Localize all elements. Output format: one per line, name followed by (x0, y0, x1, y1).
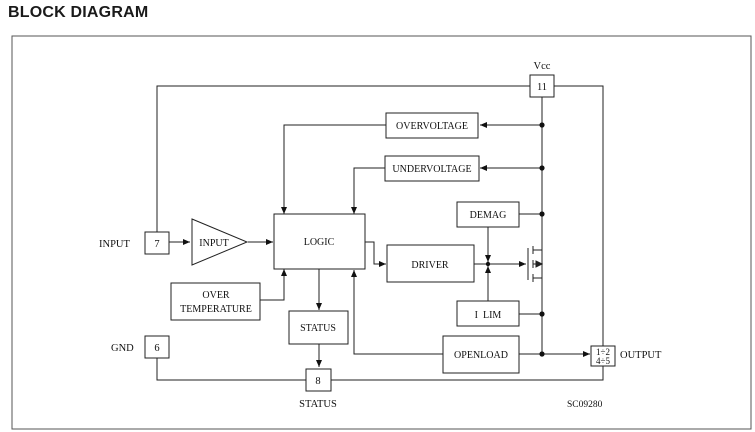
input-pin-number: 7 (154, 239, 159, 250)
driver-block (386, 244, 475, 283)
vcc-pin-box (529, 74, 555, 98)
figure-code: SC09280 (567, 400, 603, 410)
junction-dots (485, 122, 545, 357)
over-temp-label-line1: OVER (202, 290, 230, 301)
demag-block (456, 201, 520, 228)
ilim-block (456, 300, 520, 327)
status-pin-label: STATUS (299, 399, 337, 410)
gnd-pin-number: 6 (154, 343, 159, 354)
status-block-label: STATUS (300, 323, 336, 334)
page-title: BLOCK DIAGRAM (8, 4, 149, 21)
openload-block (442, 335, 520, 374)
output-pin-label: OUTPUT (620, 350, 662, 361)
undervoltage-label: UNDERVOLTAGE (392, 164, 471, 175)
logic-label: LOGIC (304, 237, 335, 248)
output-pin-box (590, 345, 616, 367)
logic-block (273, 213, 366, 270)
output-pin-number-top: 1÷2 (596, 347, 610, 357)
openload-label: OPENLOAD (454, 350, 508, 361)
output-pin-number-bottom: 4÷5 (596, 356, 610, 366)
vcc-label: Vcc (534, 61, 551, 72)
over-temperature-block (170, 282, 261, 321)
power-mosfet-symbol (527, 236, 544, 292)
input-amplifier-triangle (191, 218, 249, 266)
input-pin-label: INPUT (99, 239, 131, 250)
wires (156, 85, 604, 381)
ilim-label: I LIM (475, 310, 502, 321)
gnd-pin-box (144, 335, 170, 359)
input-amp-label: INPUT (199, 238, 228, 249)
over-temp-label-line2: TEMPERATURE (180, 304, 252, 315)
overvoltage-label: OVERVOLTAGE (396, 121, 468, 132)
driver-label: DRIVER (411, 260, 449, 271)
demag-label: DEMAG (470, 210, 507, 221)
gnd-pin-label: GND (111, 343, 134, 354)
input-pin-box (144, 231, 170, 255)
diagram-frame (11, 35, 752, 430)
overvoltage-block (385, 112, 479, 139)
status-block (288, 310, 349, 345)
status-pin-number: 8 (315, 376, 320, 387)
vcc-pin-number: 11 (537, 82, 547, 93)
status-pin-box (305, 368, 332, 392)
undervoltage-block (384, 155, 480, 182)
